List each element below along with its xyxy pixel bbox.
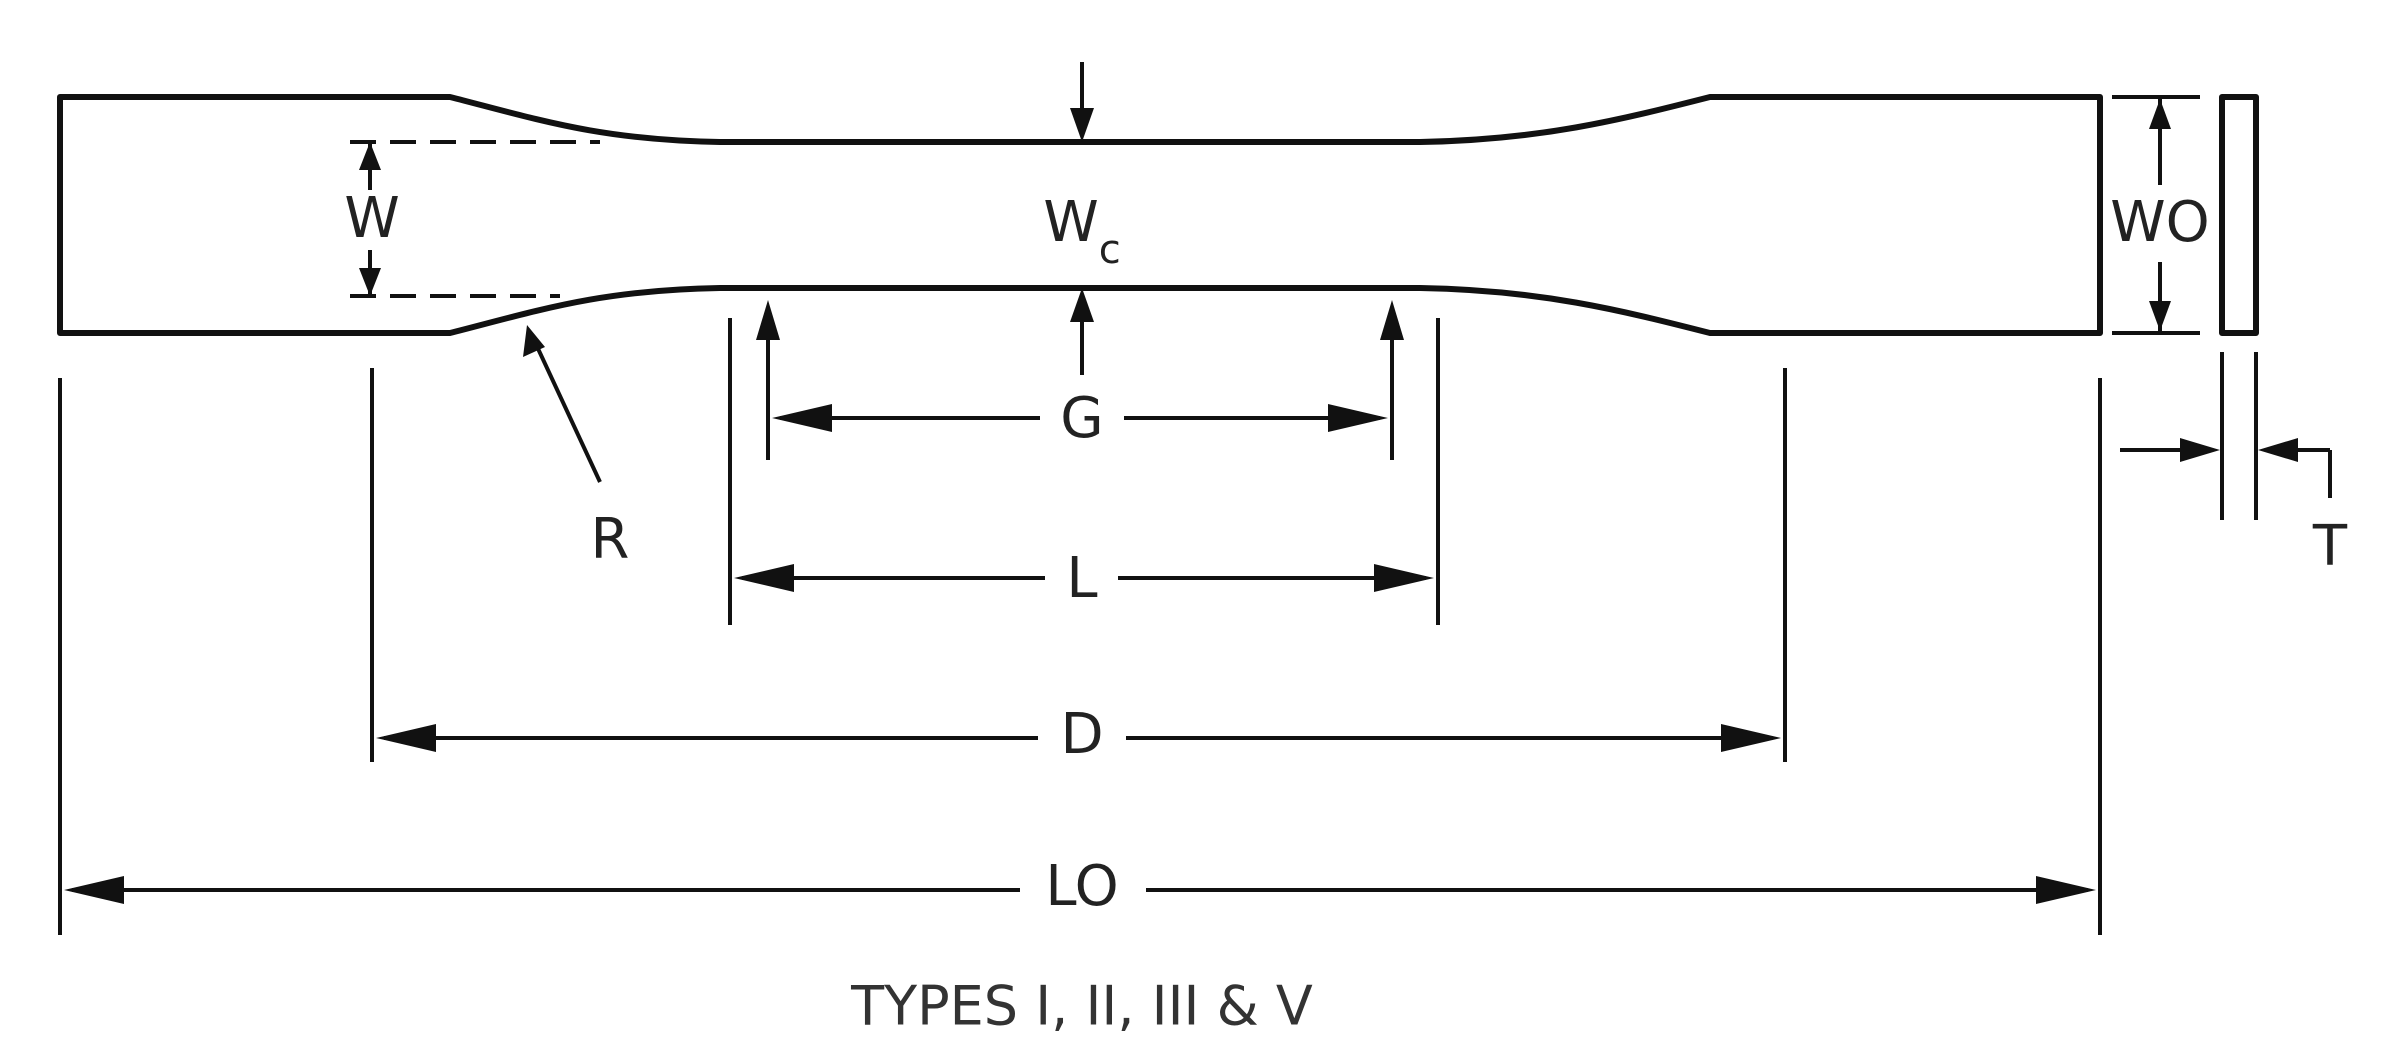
diagram-caption: TYPES I, II, III & V: [850, 975, 1313, 1038]
g-dimension: [756, 300, 1404, 460]
t-dimension: [2120, 352, 2332, 520]
d-dimension: [370, 368, 1787, 762]
lo-dimension: [58, 378, 2102, 935]
lo-label: LO: [1045, 854, 1118, 919]
d-label: D: [1060, 702, 1103, 767]
t-label: T: [2312, 514, 2348, 579]
w-dimension: [359, 142, 381, 296]
l-dimension: [728, 318, 1440, 625]
l-label: L: [1066, 546, 1097, 611]
wo-dimension: [2112, 95, 2200, 335]
r-label: R: [591, 507, 630, 572]
wc-dimension: [1070, 62, 1094, 375]
wc-label: Wc: [1043, 190, 1120, 273]
specimen-outline: [57, 94, 2103, 336]
g-label: G: [1060, 386, 1103, 451]
wc-label-main: W: [1043, 190, 1098, 255]
w-label: W: [344, 186, 399, 251]
wo-label: WO: [2110, 190, 2209, 255]
wc-label-subscript: c: [1099, 227, 1121, 273]
r-leader: [523, 325, 602, 483]
specimen-side-view: [2219, 94, 2259, 336]
